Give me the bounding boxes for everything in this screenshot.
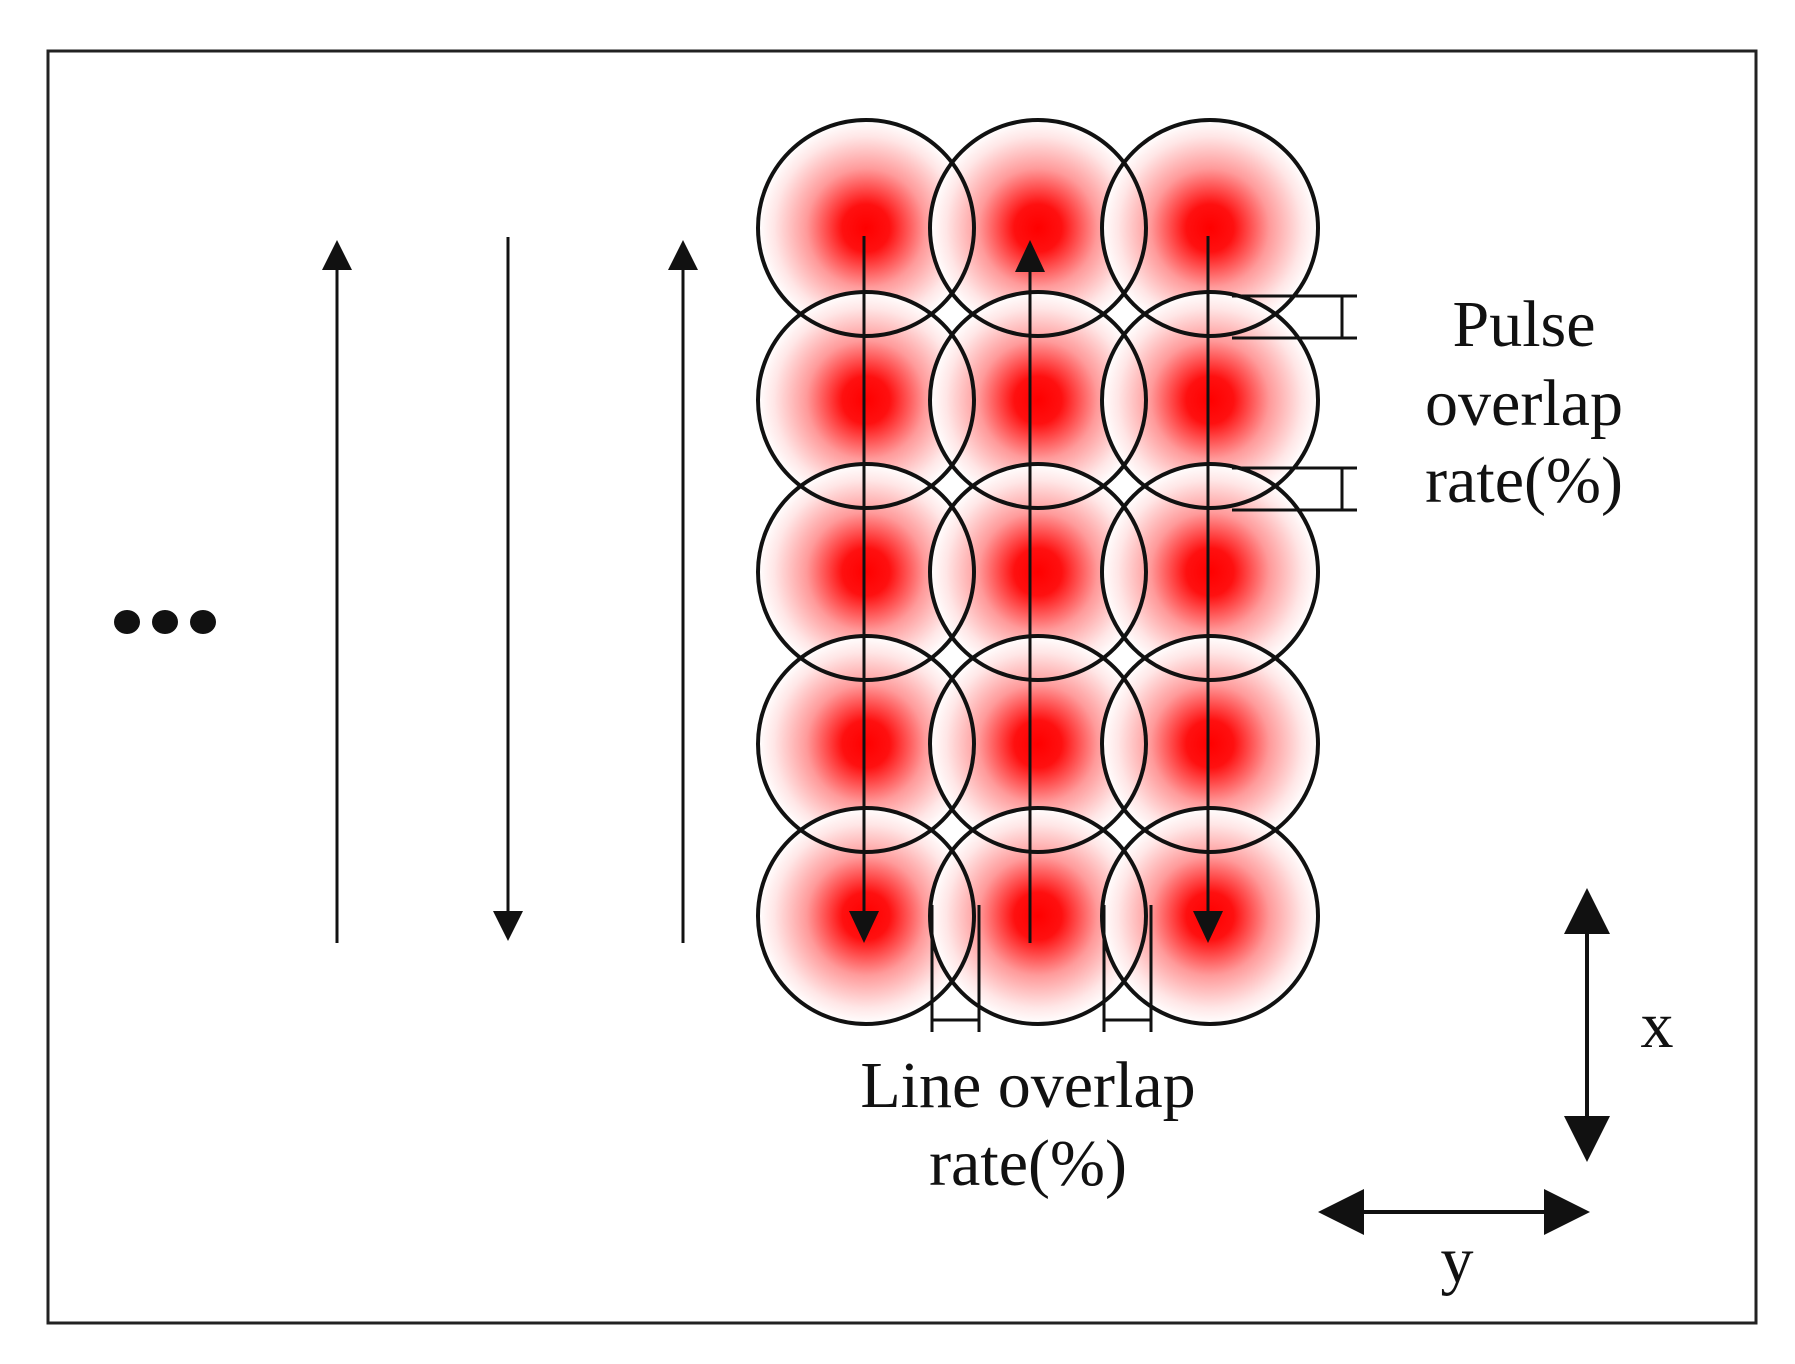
- laser-spot-outline: [1100, 118, 1320, 338]
- laser-spot-outline: [1100, 290, 1320, 510]
- svg-text:overlap: overlap: [1425, 367, 1623, 440]
- laser-spot-outline: [1100, 462, 1320, 682]
- laser-spot-outlines: [756, 118, 1320, 1026]
- laser-spot-fills: [758, 120, 1318, 1024]
- pulse-overlap-bracket-lower: [1232, 466, 1357, 512]
- svg-text:rate(%): rate(%): [1425, 444, 1623, 517]
- arrow-head-up: [1015, 240, 1045, 272]
- laser-spot: [758, 120, 974, 336]
- line-overlap-bracket-right: [1102, 905, 1153, 1032]
- laser-spot: [758, 292, 974, 508]
- laser-spot: [930, 636, 1146, 852]
- laser-spot: [930, 464, 1146, 680]
- spot-scan-lines: [849, 236, 1223, 943]
- laser-spot: [758, 464, 974, 680]
- x-axis-indicator: x: [1564, 888, 1674, 1162]
- laser-spot: [1102, 636, 1318, 852]
- x-axis-label: x: [1641, 989, 1674, 1062]
- laser-spot-outline: [756, 118, 976, 338]
- laser-spot: [930, 292, 1146, 508]
- previous-scan-lines: [322, 237, 698, 943]
- line-overlap-label: Line overlap rate(%): [860, 1049, 1195, 1200]
- svg-text:Line overlap: Line overlap: [860, 1049, 1195, 1122]
- laser-spot-outline: [928, 118, 1148, 338]
- arrow-head-up: [668, 240, 698, 270]
- y-arrow-head-left: [1318, 1189, 1364, 1235]
- continuation-dots: [114, 610, 216, 634]
- laser-spot: [1102, 292, 1318, 508]
- arrow-head-up: [322, 240, 352, 270]
- laser-spot: [758, 636, 974, 852]
- laser-spot-outline: [928, 290, 1148, 510]
- laser-spot: [930, 808, 1146, 1024]
- laser-spot: [1102, 464, 1318, 680]
- laser-spot-outline: [756, 462, 976, 682]
- x-arrow-head-bottom: [1564, 1116, 1610, 1162]
- y-axis-indicator: y: [1318, 1189, 1590, 1297]
- laser-spot-outline: [928, 462, 1148, 682]
- line-overlap-bracket-left: [930, 905, 981, 1032]
- pulse-overlap-label: Pulse overlap rate(%): [1425, 288, 1623, 517]
- arrow-head-down: [493, 911, 523, 941]
- svg-text:Pulse: Pulse: [1452, 288, 1595, 361]
- laser-spot: [930, 120, 1146, 336]
- x-arrow-head-top: [1564, 888, 1610, 934]
- arrow-head-down: [849, 911, 879, 943]
- laser-spot: [1102, 120, 1318, 336]
- laser-spot-outline: [756, 290, 976, 510]
- y-arrow-head-right: [1544, 1189, 1590, 1235]
- laser-spot-outline: [928, 634, 1148, 854]
- y-axis-label: y: [1441, 1224, 1474, 1297]
- arrow-head-down: [1193, 911, 1223, 943]
- laser-spot-outline: [928, 806, 1148, 1026]
- laser-spot-outline: [756, 634, 976, 854]
- laser-spot-outline: [756, 806, 976, 1026]
- laser-spot-outline: [1100, 634, 1320, 854]
- pulse-overlap-bracket-upper: [1232, 294, 1357, 340]
- laser-spot-outline: [1100, 806, 1320, 1026]
- frame-border: [46, 49, 1758, 1325]
- svg-text:rate(%): rate(%): [929, 1127, 1127, 1200]
